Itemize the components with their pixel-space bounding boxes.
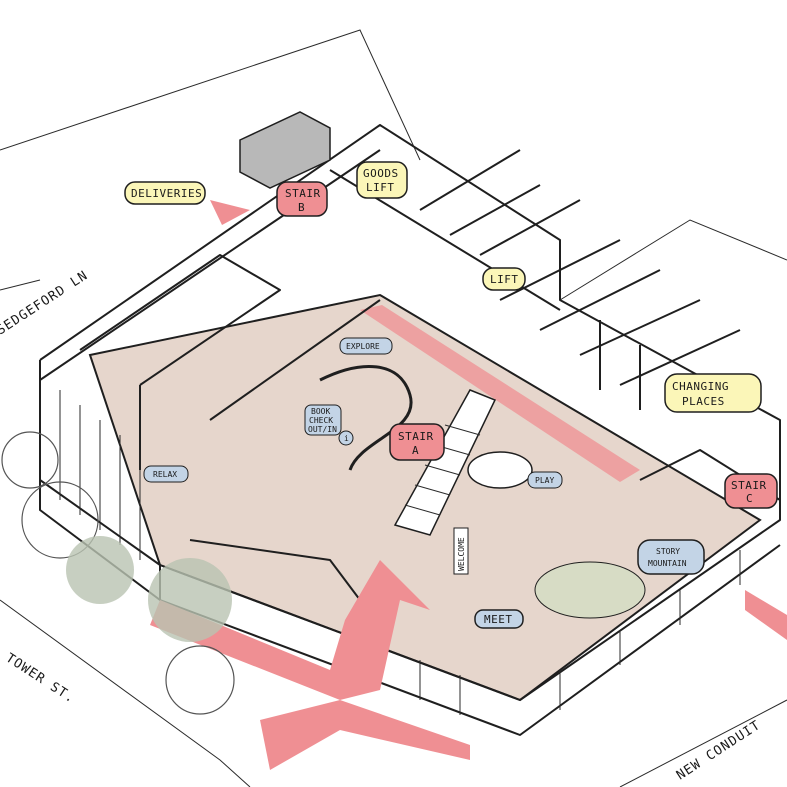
story-mountain-floor [534, 561, 646, 619]
svg-text:BOOK: BOOK [311, 407, 330, 416]
svg-text:PLAY: PLAY [535, 476, 554, 485]
label-explore: EXPLORE [339, 337, 393, 355]
label-goods-lift: GOODS LIFT [356, 161, 408, 199]
new-conduit-arrow [745, 590, 787, 640]
svg-text:LIFT: LIFT [366, 181, 395, 194]
circulation-band [360, 305, 640, 482]
svg-text:STAIR: STAIR [398, 430, 434, 443]
svg-text:MOUNTAIN: MOUNTAIN [648, 559, 687, 568]
context-lines [0, 29, 787, 787]
label-meet: MEET [474, 609, 524, 629]
trees [1, 431, 235, 715]
svg-text:EXPLORE: EXPLORE [346, 342, 380, 351]
street-new-conduit: NEW CONDUIT [674, 718, 764, 783]
svg-text:MEET: MEET [484, 613, 513, 626]
svg-text:OUT/IN: OUT/IN [308, 425, 337, 434]
entrance-arrow-lower [260, 700, 470, 770]
label-deliveries: DELIVERIES [124, 181, 206, 205]
label-lift: LIFT [482, 267, 526, 291]
svg-text:STAIR: STAIR [285, 187, 321, 200]
svg-text:i: i [344, 434, 349, 443]
label-book-check: BOOK CHECK OUT/IN [304, 404, 342, 436]
street-sedgeford: SEDGEFORD LN [0, 268, 91, 338]
svg-text:STAIR: STAIR [731, 479, 767, 492]
svg-text:WELCOME: WELCOME [457, 537, 466, 571]
play-ring [467, 451, 533, 489]
label-stair-b: STAIR B [276, 181, 328, 217]
svg-text:LIFT: LIFT [490, 273, 519, 286]
label-stair-c: STAIR C [724, 473, 778, 509]
label-relax: RELAX [143, 465, 189, 483]
svg-text:RELAX: RELAX [153, 470, 177, 479]
label-play: PLAY [527, 471, 563, 489]
svg-text:A: A [412, 444, 419, 457]
label-info: i [338, 430, 354, 446]
svg-text:CHANGING: CHANGING [672, 380, 729, 393]
label-story-mountain: STORY MOUNTAIN [637, 539, 705, 575]
svg-text:DELIVERIES: DELIVERIES [131, 187, 202, 200]
svg-text:GOODS: GOODS [363, 167, 399, 180]
label-stair-a: STAIR A [389, 423, 445, 461]
access-arrows [150, 200, 787, 770]
svg-text:PLACES: PLACES [682, 395, 725, 408]
street-tower: TOWER ST. [3, 651, 78, 707]
svg-text:STORY: STORY [656, 547, 680, 556]
svg-text:C: C [746, 492, 753, 505]
deliveries-arrow [210, 200, 250, 225]
svg-text:B: B [298, 201, 305, 214]
explore-shelving [319, 365, 413, 471]
stair-a [393, 389, 497, 536]
entrance-arrow-main [150, 560, 430, 700]
label-welcome: WELCOME [453, 527, 469, 575]
delivery-truck [239, 111, 331, 189]
label-changing-places: CHANGING PLACES [664, 373, 762, 413]
svg-text:CHECK: CHECK [309, 416, 333, 425]
